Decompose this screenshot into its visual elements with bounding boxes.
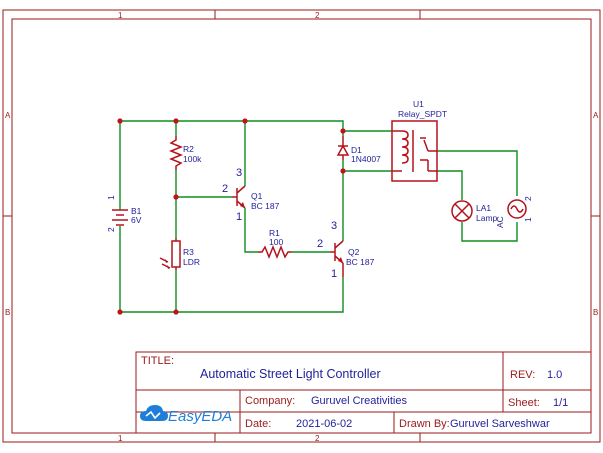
date-label: Date: bbox=[245, 418, 271, 430]
page-title: Automatic Street Light Controller bbox=[200, 367, 381, 381]
q1-pin-collector: 3 bbox=[236, 167, 242, 179]
zone-col-1-top: 1 bbox=[118, 11, 123, 20]
easyeda-logo: EasyEDA bbox=[140, 405, 232, 425]
r2-value: 100k bbox=[183, 154, 202, 164]
b1-pin-2: 2 bbox=[106, 227, 116, 232]
zone-col-1-bottom: 1 bbox=[118, 434, 123, 443]
rev-value: 1.0 bbox=[547, 369, 562, 381]
q2-pin-collector: 3 bbox=[331, 220, 337, 232]
b1-value: 6V bbox=[131, 215, 142, 225]
title-label: TITLE: bbox=[141, 355, 174, 367]
lamp-la1: LA1 Lamp bbox=[451, 200, 498, 223]
b1-ref: B1 bbox=[131, 206, 142, 216]
logo-text: EasyEDA bbox=[168, 408, 232, 425]
d1-value: 1N4007 bbox=[351, 154, 381, 164]
company-label: Company: bbox=[245, 395, 295, 407]
q1-pin-emitter: 1 bbox=[236, 211, 242, 223]
drawn-by-value: Guruvel Sarveshwar bbox=[450, 418, 550, 430]
q1-pin-base: 2 bbox=[222, 183, 228, 195]
ac-label: AC bbox=[495, 216, 505, 228]
zone-col-2-bottom: 2 bbox=[315, 434, 320, 443]
q1-value: BC 187 bbox=[251, 201, 280, 211]
relay-u1: U1 Relay_SPDT bbox=[391, 99, 447, 182]
u1-value: Relay_SPDT bbox=[398, 109, 447, 119]
resistor-r2: R2 100k bbox=[168, 136, 202, 170]
r1-value: 100 bbox=[269, 237, 283, 247]
q2-ref: Q2 bbox=[348, 247, 360, 257]
zone-col-2-top: 2 bbox=[315, 11, 320, 20]
la1-ref: LA1 bbox=[476, 203, 491, 213]
r1-ref: R1 bbox=[269, 228, 280, 238]
q2-pin-base: 2 bbox=[317, 238, 323, 250]
q2-value: BC 187 bbox=[346, 257, 375, 267]
zone-row-a-left: A bbox=[5, 111, 11, 120]
resistor-r1: R1 100 bbox=[258, 228, 292, 260]
ac-source: AC 2 1 bbox=[495, 196, 533, 228]
ac-pin-1: 1 bbox=[523, 217, 533, 222]
zone-row-a-right: A bbox=[593, 111, 599, 120]
title-block: TITLE: Automatic Street Light Controller… bbox=[135, 351, 592, 434]
d1-ref: D1 bbox=[351, 145, 362, 155]
junctions bbox=[117, 118, 346, 315]
diode-d1: D1 1N4007 bbox=[336, 136, 381, 164]
company-value: Guruvel Creativities bbox=[311, 395, 407, 407]
r3-value: LDR bbox=[183, 257, 200, 267]
u1-ref: U1 bbox=[413, 99, 424, 109]
r2-ref: R2 bbox=[183, 144, 194, 154]
date-value: 2021-06-02 bbox=[296, 418, 352, 430]
r3-ref: R3 bbox=[183, 247, 194, 257]
rev-label: REV: bbox=[510, 369, 535, 381]
sheet-value: 1/1 bbox=[553, 397, 568, 409]
ac-pin-2: 2 bbox=[523, 196, 533, 201]
b1-pin-1: 1 bbox=[106, 195, 116, 200]
q2-pin-emitter: 1 bbox=[331, 268, 337, 280]
zone-row-b-right: B bbox=[593, 308, 598, 317]
wires bbox=[119, 120, 518, 313]
q1-ref: Q1 bbox=[251, 191, 263, 201]
zone-row-b-left: B bbox=[5, 308, 10, 317]
battery-b1: 1 2 B1 6V bbox=[106, 195, 142, 232]
sheet-label: Sheet: bbox=[508, 397, 540, 409]
ldr-r3: R3 LDR bbox=[159, 238, 200, 270]
transistor-q1: 2 3 1 Q1 BC 187 bbox=[222, 167, 280, 223]
la1-value: Lamp bbox=[476, 213, 498, 223]
transistor-q2: 2 3 1 Q2 BC 187 bbox=[317, 220, 375, 280]
drawn-by-label: Drawn By: bbox=[399, 418, 450, 430]
